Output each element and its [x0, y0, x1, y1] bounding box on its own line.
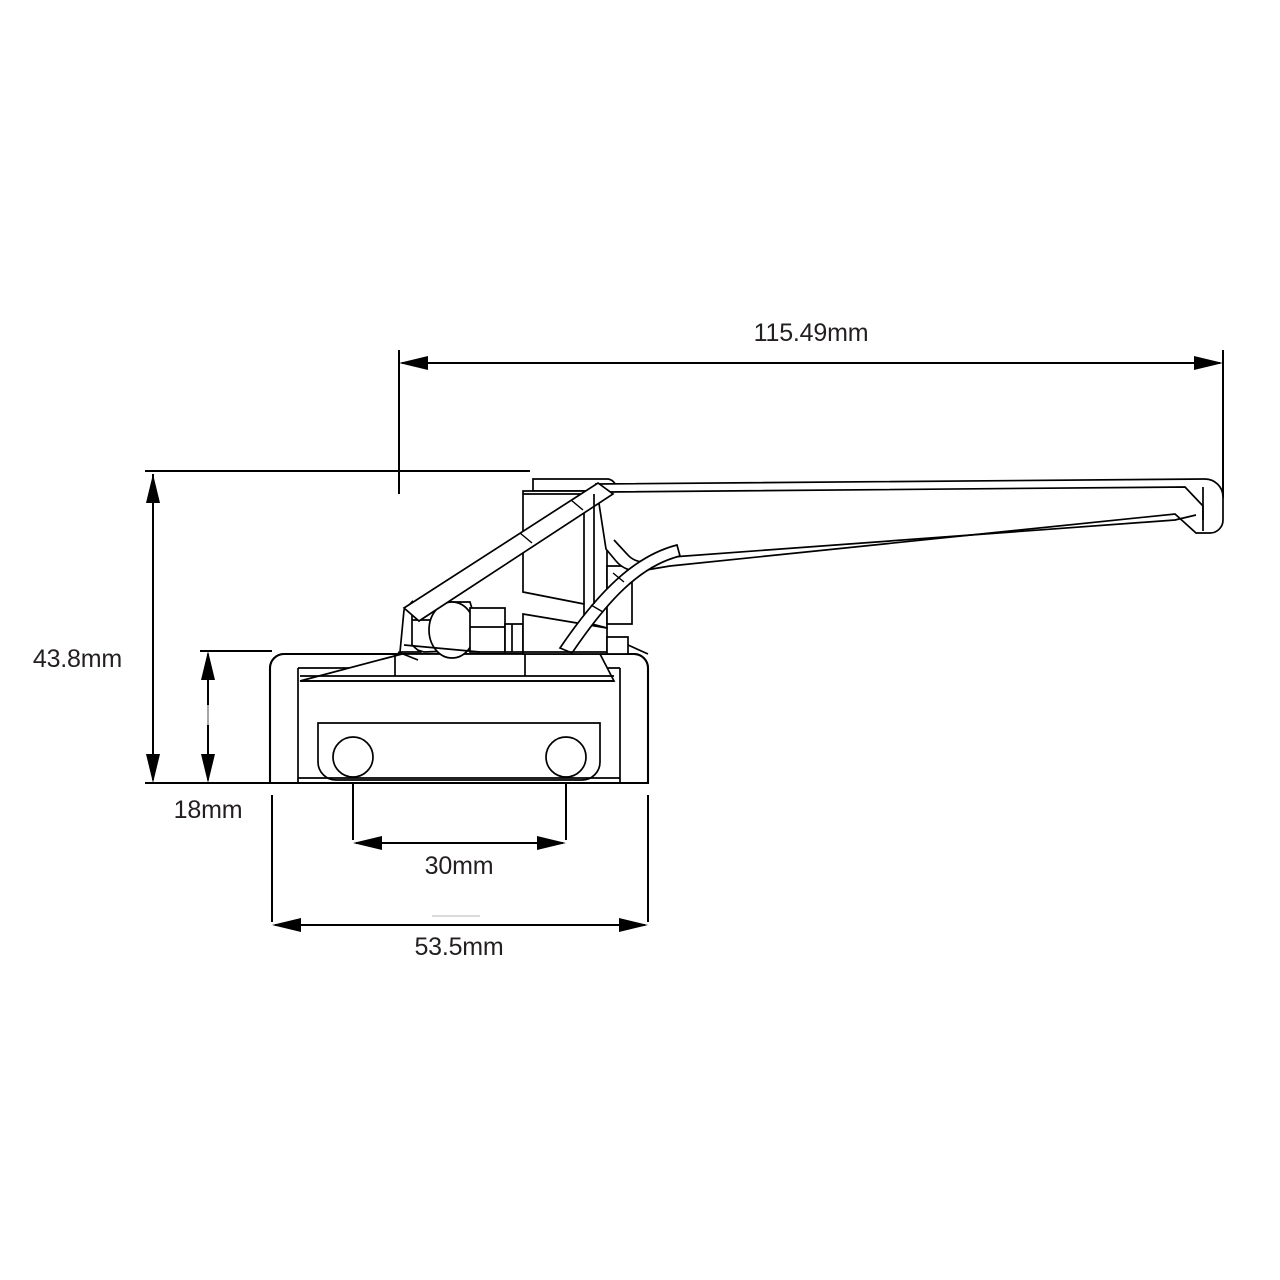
base-top-right-fillet [633, 653, 649, 669]
link-arm-upper [402, 481, 615, 623]
arrowhead-right-30 [537, 836, 566, 850]
link-lower-tick-1 [590, 604, 604, 613]
dim-label-overall-length: 115.49mm [754, 319, 869, 347]
dim-label-hole-spacing: 30mm [425, 852, 494, 880]
part-roller-cam [399, 599, 629, 659]
dim-label-overall-height: 43.8mm [33, 645, 122, 673]
part-lever-handle [595, 478, 1224, 572]
base-recess-pocket [317, 722, 601, 781]
dimension-overall-height: 43.8mm [33, 470, 530, 784]
lever-handle-outline [595, 478, 1224, 572]
cam-base-detail-1 [397, 651, 419, 661]
arrowhead-bottom-18 [201, 754, 215, 783]
arrowhead-top-438 [146, 474, 160, 503]
base-top-left-fillet [269, 653, 285, 669]
detail-lines-cam-base [397, 644, 649, 661]
cam-base-detail-3 [627, 644, 649, 655]
arrowhead-top-18 [201, 651, 215, 680]
dimension-base-width: 53.5mm [271, 795, 649, 961]
arrowhead-left-115 [399, 356, 428, 370]
dimension-hole-spacing: 30mm [352, 757, 567, 880]
pivot-pin-block [504, 623, 524, 653]
link-lower-tick-2 [612, 572, 625, 583]
cam-base-detail-2 [403, 644, 481, 653]
tongue-foot-bracket [606, 636, 629, 655]
arrowhead-left-535 [272, 918, 301, 932]
link-arm-lower [558, 543, 682, 655]
mounting-hole-right [545, 736, 587, 778]
part-link-arms [402, 481, 682, 655]
dimension-overall-length: 115.49mm [398, 319, 1224, 498]
mounting-hole-left [332, 736, 374, 778]
cam-step-block [469, 607, 506, 653]
dim-label-base-width: 53.5mm [414, 933, 503, 961]
dimension-base-height: 18mm [174, 650, 272, 824]
link-upper-tick-2 [570, 499, 584, 511]
arrowhead-left-30 [353, 836, 382, 850]
link-upper-tick-1 [519, 532, 533, 544]
part-base-plate [268, 652, 650, 785]
arrowhead-right-115 [1194, 356, 1223, 370]
dim-label-base-height: 18mm [174, 796, 243, 824]
arrowhead-right-535 [619, 918, 648, 932]
arrowhead-bottom-438 [146, 754, 160, 783]
